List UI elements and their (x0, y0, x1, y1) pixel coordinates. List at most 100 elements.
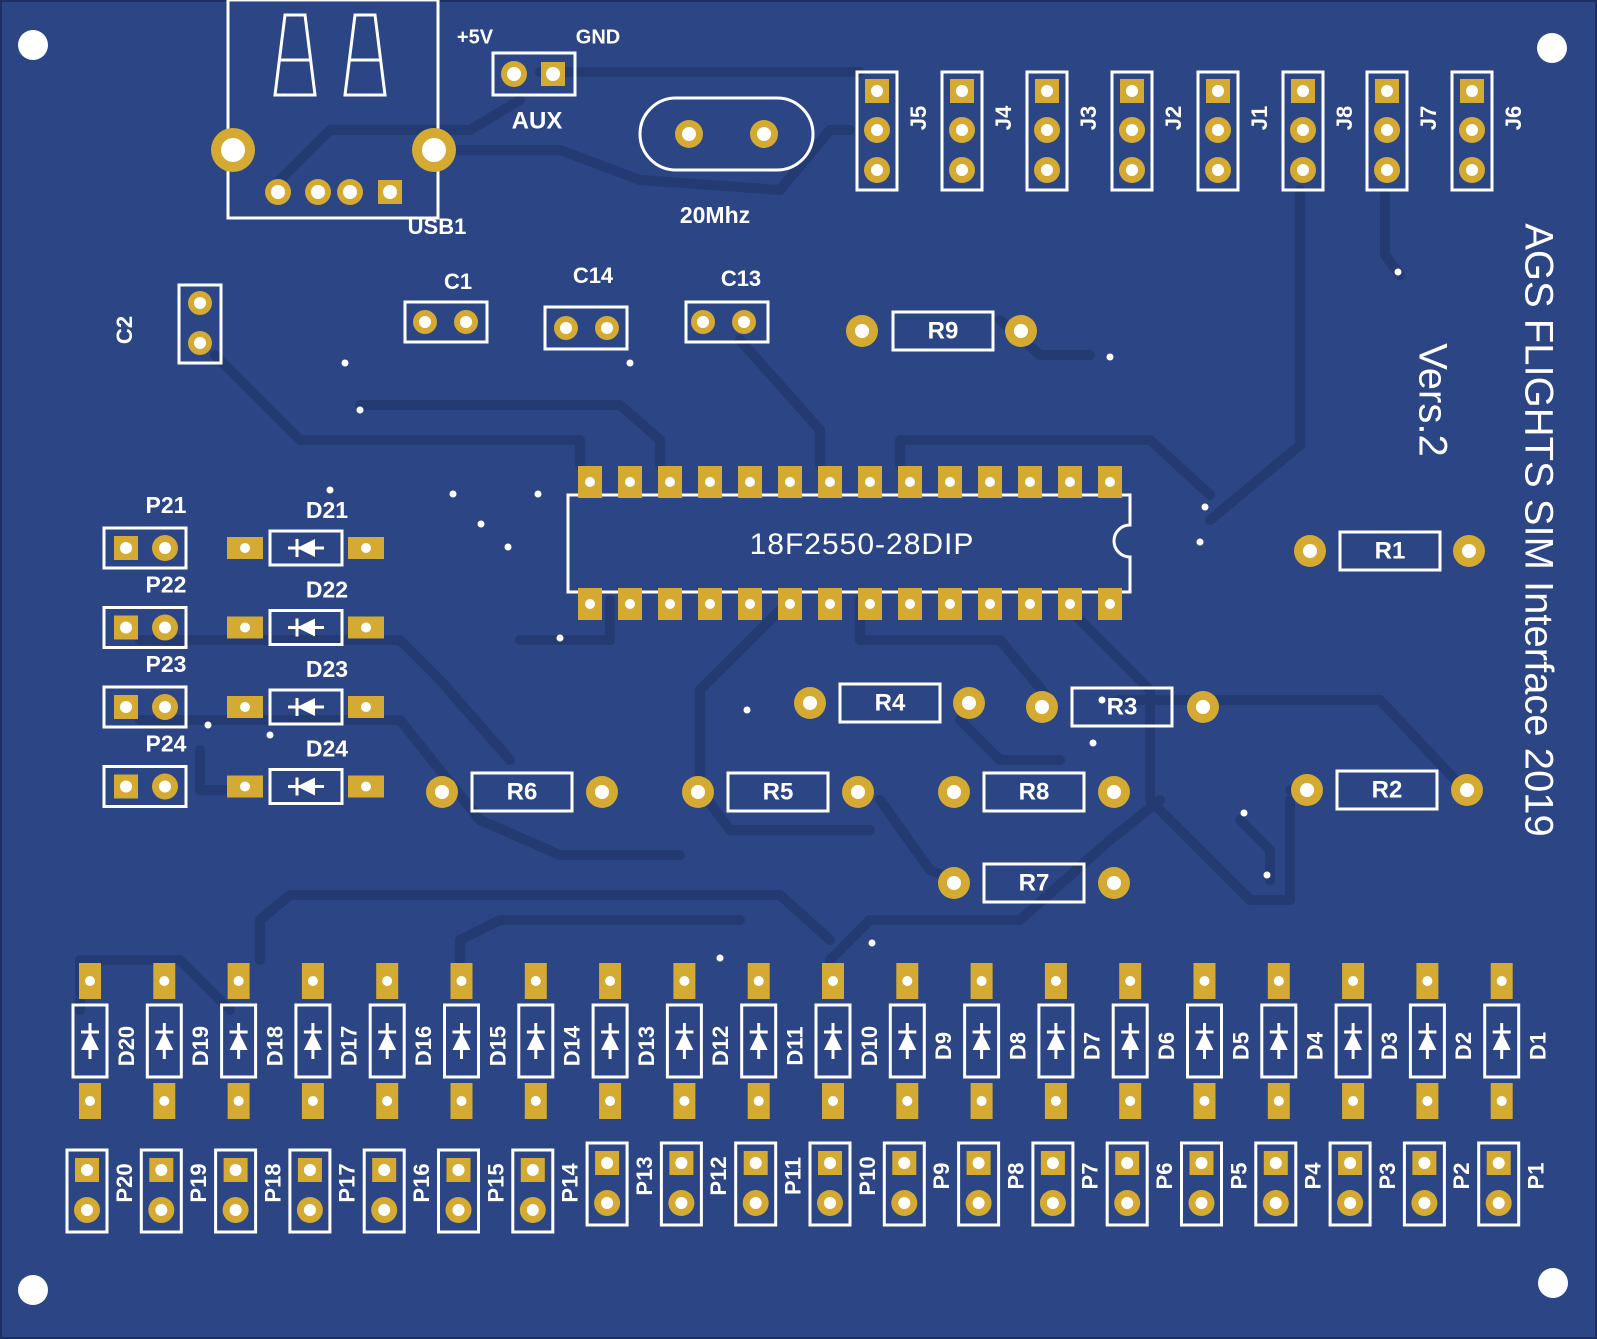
crystal-label: 20Mhz (680, 202, 750, 228)
diode-d24-pad-1 (227, 775, 263, 798)
via-1 (341, 359, 349, 367)
diode-d7-pad-2 (1044, 1083, 1067, 1119)
diode-d14-label: D14 (560, 1025, 585, 1066)
via-17 (204, 721, 212, 729)
diode-d4-pad-2 (1267, 1083, 1290, 1119)
port-p2-pin-2 (1411, 1190, 1438, 1216)
port-p1-pin-2 (1485, 1190, 1512, 1216)
diode-d9-pad-2 (896, 1083, 919, 1119)
via-16 (266, 731, 274, 739)
port-p18-pin-1 (223, 1158, 248, 1182)
diode-d8-icon (972, 1023, 991, 1059)
capacitor-c1-label: C1 (444, 269, 472, 294)
mcu-pin-top-5 (738, 466, 762, 498)
resistor-r7-pin-1 (938, 867, 970, 899)
board-version: Vers.2 (1410, 343, 1454, 456)
diode-d21-outline (268, 529, 344, 567)
resistor-r6-pin-1 (426, 776, 458, 808)
usb-label: USB1 (408, 214, 467, 239)
jumper-j1-pin-3 (1205, 157, 1231, 183)
resistor-r4-outline (838, 682, 942, 724)
port-p22-pin-2 (152, 614, 178, 641)
mcu-pin-bottom-2 (618, 588, 642, 620)
diode-d13-pad-1 (599, 963, 622, 999)
capacitor-c13-label: C13 (721, 266, 761, 291)
usb-shield-pad-left (211, 128, 255, 172)
diode-d1-icon (1492, 1023, 1511, 1059)
port-p12-pin-2 (668, 1190, 695, 1216)
diode-d19-pad-2 (153, 1083, 176, 1119)
resistor-r3-pin-2 (1187, 691, 1219, 723)
diode-d22-label: D22 (306, 577, 348, 603)
diode-d22-pad-1 (227, 616, 263, 639)
diode-d21-icon (288, 539, 324, 557)
port-p16-pin-1 (372, 1158, 397, 1182)
jumper-j3-pin-1 (1035, 79, 1059, 103)
diode-d3-label: D3 (1377, 1032, 1402, 1060)
diode-d23-pad-1 (227, 696, 263, 718)
resistor-r6-pin-2 (586, 776, 618, 808)
port-p17-label: P17 (335, 1163, 360, 1202)
resistor-r2-pin-2 (1451, 774, 1483, 806)
jumper-j3-pin-2 (1034, 117, 1060, 143)
via-11 (1196, 538, 1204, 546)
diode-d2-pad-1 (1416, 963, 1439, 999)
port-p3-outline (1328, 1141, 1372, 1227)
mcu-pin-bottom-9 (898, 588, 922, 620)
port-p24-label: P24 (146, 731, 187, 757)
resistor-r7-label: R7 (1019, 869, 1050, 896)
diode-d20-pad-2 (79, 1083, 101, 1119)
via-12 (1394, 268, 1402, 276)
diode-d5-label: D5 (1228, 1032, 1253, 1060)
mcu-pin-top-9 (898, 466, 922, 498)
diode-d14-pad-2 (524, 1083, 547, 1119)
resistor-r7-outline (982, 862, 1086, 904)
diode-d19-outline (145, 1003, 183, 1079)
mounting-hole-1 (18, 30, 48, 60)
diode-d2-outline (1408, 1003, 1446, 1079)
capacitor-c2-pin-1 (188, 291, 212, 315)
resistor-r4-label: R4 (875, 689, 906, 716)
port-p8-label: P8 (1003, 1163, 1028, 1190)
diode-d2-label: D2 (1451, 1032, 1476, 1060)
aux-label: AUX (512, 107, 563, 134)
diode-d4-icon (1269, 1023, 1288, 1059)
diode-d4-pad-1 (1267, 963, 1290, 999)
jumper-j8-outline (1281, 70, 1325, 192)
port-p16-outline (362, 1148, 406, 1234)
port-p23-label: P23 (146, 651, 187, 677)
jumper-j5-outline (855, 70, 899, 192)
jumper-j5-pin-3 (864, 157, 890, 183)
crystal-outline (638, 96, 815, 172)
port-p19-pin-2 (148, 1197, 175, 1223)
diode-d22-outline (268, 609, 344, 646)
diode-d13-outline (591, 1003, 629, 1079)
vias (204, 268, 1402, 962)
resistor-r5-pin-2 (842, 776, 874, 808)
jumper-j6-outline (1450, 70, 1494, 192)
diode-d19-label: D19 (188, 1026, 213, 1066)
crystal-pin-1 (675, 120, 703, 148)
via-18 (1240, 809, 1248, 817)
usb-pin-1 (265, 179, 291, 205)
diode-d24-pad-2 (348, 775, 384, 798)
mcu-pin-top-2 (618, 466, 642, 498)
usb-b-connector-icon (273, 13, 387, 97)
resistor-r8-label: R8 (1019, 778, 1050, 805)
port-p10-pin-2 (817, 1190, 843, 1216)
port-p9-label: P9 (929, 1163, 954, 1190)
mcu-label: 18F2550-28DIP (750, 528, 975, 561)
resistor-r8-pin-1 (938, 776, 970, 808)
port-p14-outline (511, 1148, 555, 1234)
diode-d13-pad-2 (599, 1083, 622, 1119)
port-p13-pin-2 (594, 1190, 621, 1216)
diode-d5-icon (1195, 1023, 1214, 1059)
diode-d6-outline (1111, 1003, 1149, 1079)
diode-d18-pad-2 (227, 1083, 250, 1119)
via-15 (1089, 739, 1097, 747)
diode-d8-outline (963, 1003, 1001, 1079)
port-p13-label: P13 (632, 1156, 657, 1195)
mcu-pin-top-1 (578, 466, 602, 498)
